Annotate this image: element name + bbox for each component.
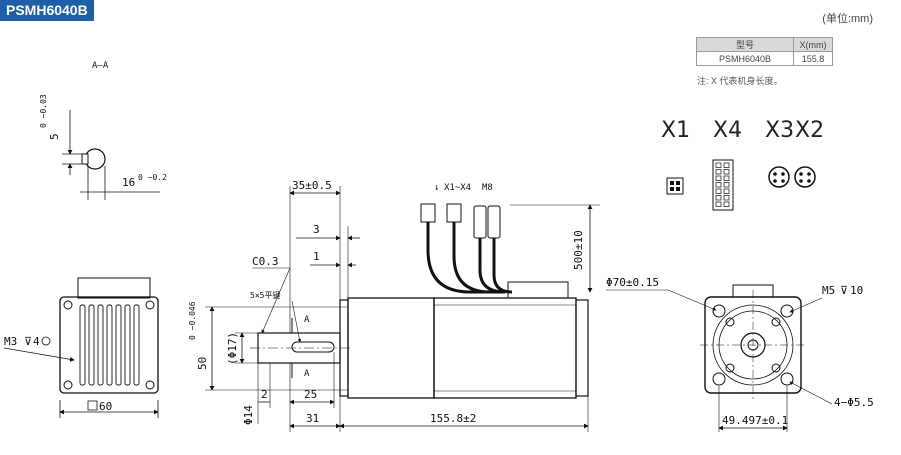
- arrow-down-icon: ↓: [434, 183, 439, 193]
- section-mark-bottom: A: [304, 369, 310, 379]
- m5-depth: 10: [850, 284, 863, 297]
- connector-pinouts: [666, 159, 816, 211]
- connector-plug-m8-b: [487, 205, 501, 239]
- pcd-dim: Φ70±0.15: [606, 276, 659, 289]
- thread-symbol-icon: [41, 336, 51, 346]
- connector-label-x1: X1: [661, 118, 691, 143]
- dim-2: 2: [261, 388, 268, 401]
- cable-2: [452, 212, 505, 294]
- cable-1: [426, 212, 500, 294]
- hole-spacing-dim: 49.497±0.1: [722, 414, 788, 427]
- front-flange: [59, 296, 159, 394]
- cable-length-dim: 500±10: [572, 230, 585, 270]
- rear-cap: [575, 299, 589, 397]
- dim-25: 25: [304, 388, 317, 401]
- holes-dim: 4−Φ5.5: [834, 396, 874, 409]
- x2-connector-face: [794, 166, 816, 188]
- cooling-fins: [79, 304, 140, 386]
- pilot-dia-dim: 50: [196, 357, 209, 370]
- body-length-dim: 155.8±2: [430, 412, 476, 425]
- spec-col-model: 型号: [696, 37, 794, 52]
- square-symbol-icon: [87, 400, 98, 411]
- section-view: A—A 5 0 −0.03 16 0 −0.2: [39, 61, 167, 200]
- spec-cell-x: 155.8: [793, 51, 833, 66]
- connector-plug-x1: [420, 203, 436, 223]
- unit-label: (单位:mm): [822, 13, 873, 25]
- cable-4: [492, 236, 513, 294]
- key-slot: [81, 153, 89, 165]
- connector-plug-x4: [446, 203, 462, 223]
- shaft-tol: 0 −0.2: [138, 173, 167, 182]
- spec-table-row: PSMH6040B 155.8: [696, 51, 833, 66]
- key-depth-dim: 5: [48, 133, 61, 140]
- spec-note: 注: X 代表机身长度。: [697, 76, 783, 86]
- key-label: 5×5平键: [250, 290, 280, 300]
- x4-connector-face: [712, 159, 734, 211]
- key-depth-tol: 0 −0.03: [39, 94, 48, 128]
- cable-x1x4-label: X1~X4: [444, 183, 471, 193]
- model-badge: PSMH6040B: [0, 0, 94, 21]
- x3-connector-face: [768, 166, 790, 188]
- square-dim: 60: [99, 400, 112, 413]
- side-view: ↓ X1~X4 M8 500±10 35±0.5 3 1 C0.3 5×5平键 …: [188, 179, 600, 432]
- m3-depth-symbol-icon: ⊽: [24, 335, 32, 348]
- m3-thread-label: M3: [4, 335, 17, 348]
- shaft-length-dim: 35±0.5: [292, 179, 332, 192]
- connector-label-x3: X3: [765, 118, 795, 143]
- m3-depth: 4: [33, 335, 40, 348]
- connector-label-x4: X4: [713, 118, 743, 143]
- step-3-dim: 3: [313, 223, 320, 236]
- m5-depth-symbol-icon: ⊽: [840, 284, 848, 297]
- connector-label-x2: X2: [795, 118, 825, 143]
- section-title: A—A: [92, 61, 109, 71]
- connector-housing: [507, 281, 569, 299]
- cable-3: [478, 236, 506, 294]
- m5-thread-label: M5: [822, 284, 835, 297]
- shaft-key: [291, 341, 335, 353]
- chamfer-label: C0.3: [252, 255, 279, 268]
- section-mark-top: A: [304, 315, 310, 325]
- cable-m8-label: M8: [482, 183, 493, 193]
- spec-cell-model: PSMH6040B: [696, 51, 794, 66]
- front-view: 60 M3 ⊽ 4: [3, 277, 159, 418]
- shaft-dim: 16: [122, 176, 135, 189]
- connector-plug-m8-a: [473, 205, 487, 239]
- rear-view: Φ70±0.15 M5 ⊽ 10 4−Φ5.5 49.497±0.1: [606, 276, 874, 432]
- shaft-dia-dim: (Φ17): [226, 332, 239, 365]
- step-1-dim: 1: [313, 250, 320, 263]
- front-flange-side: [347, 297, 435, 399]
- x1-connector-face: [666, 177, 684, 195]
- pilot-dia-tol: 0 −0.046: [188, 301, 197, 340]
- dim-31: 31: [306, 412, 319, 425]
- motor-body: [433, 297, 577, 399]
- dia14-dim: Φ14: [242, 405, 255, 425]
- spec-table: 型号 X(mm) PSMH6040B 155.8: [696, 37, 833, 66]
